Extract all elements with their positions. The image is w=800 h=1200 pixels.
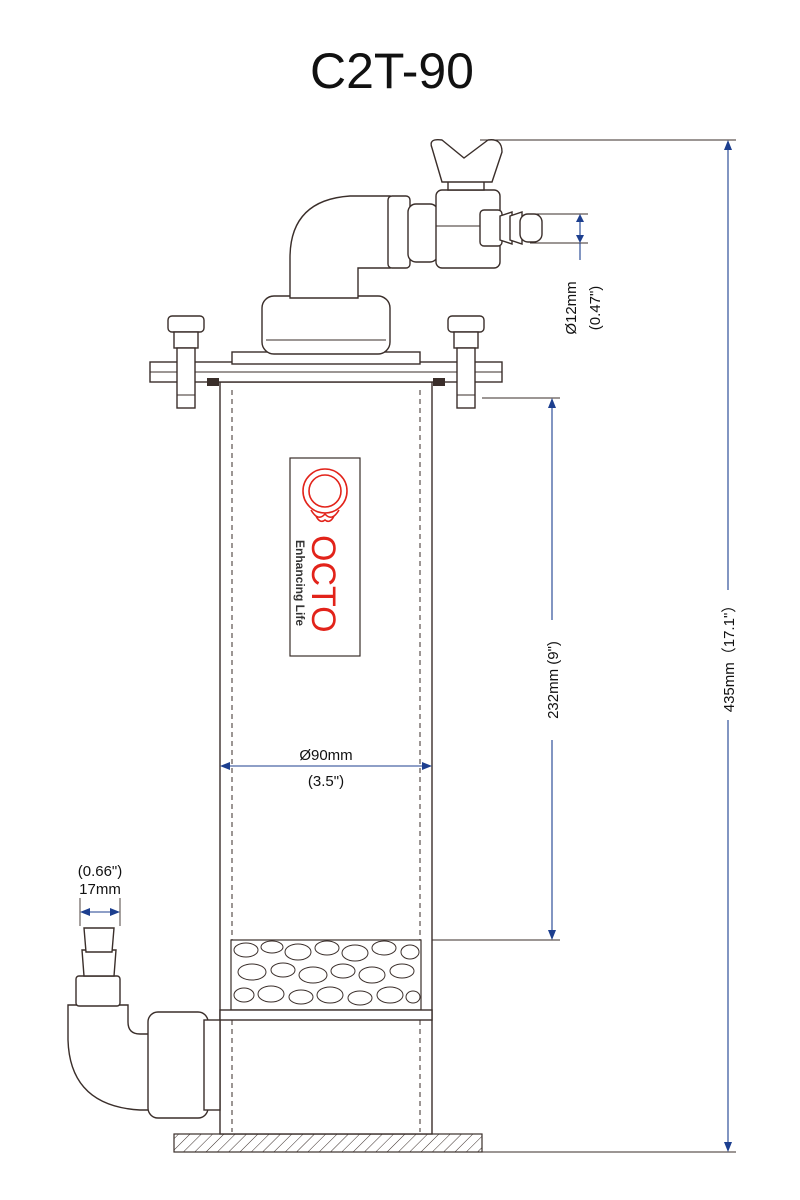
- top-elbow: [289, 195, 439, 299]
- total-height-label: 435mm（17.1"）: [721, 598, 738, 713]
- logo-brand-text: OCTO: [304, 535, 342, 633]
- bolt-right: [447, 315, 485, 409]
- inlet-hose-barb: [75, 927, 121, 1007]
- logo-tagline: Enhancing Life: [293, 540, 307, 626]
- total-height-dimension: 435mm（17.1"）: [480, 139, 738, 1153]
- inlet-elbow: [67, 1004, 221, 1119]
- body-height-label: 232mm (9"): [545, 641, 562, 719]
- inlet-dimension: (0.66") 17mm: [78, 863, 123, 926]
- body-diameter-imperial: (3.5"): [308, 773, 344, 790]
- inlet-diameter-imperial: (0.66"): [78, 863, 123, 880]
- body-diameter-metric: Ø90mm: [299, 747, 352, 764]
- base-plate: [173, 1133, 483, 1153]
- top-flange: [149, 351, 503, 386]
- outlet-diameter-imperial: (0.47"): [587, 286, 604, 331]
- outlet-dimension: Ø12mm (0.47"): [530, 213, 604, 335]
- inlet-diameter-metric: 17mm: [79, 881, 121, 898]
- top-cap-fitting: [261, 295, 391, 355]
- outlet-diameter-metric: Ø12mm: [563, 281, 580, 334]
- media-support-plate: [219, 1009, 433, 1021]
- valve-handle[interactable]: [430, 138, 503, 183]
- media-chamber: [230, 939, 422, 1011]
- bolt-left: [167, 315, 205, 409]
- model-title: C2T-90: [310, 43, 474, 99]
- body-diameter-dimension: Ø90mm (3.5"): [220, 747, 432, 790]
- octo-logo-mark: [302, 468, 348, 523]
- outlet-hose-barb: [479, 209, 543, 247]
- body-height-dimension: 232mm (9"): [432, 397, 562, 941]
- octo-logo: Enhancing Life OCTO: [289, 457, 361, 657]
